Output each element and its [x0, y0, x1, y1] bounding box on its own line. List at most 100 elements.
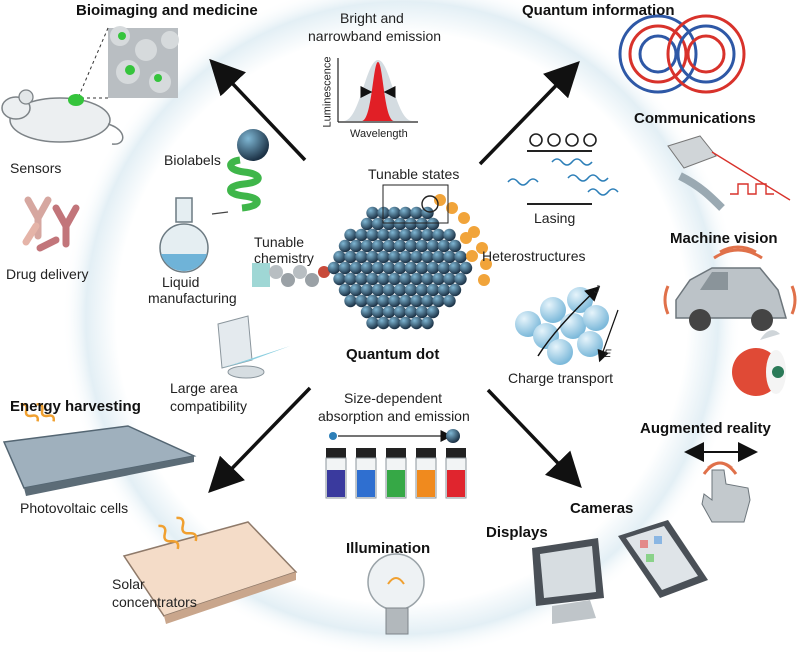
- qd-atom: [415, 305, 429, 319]
- qd-atom: [371, 283, 385, 297]
- qd-atom: [410, 228, 423, 242]
- vial-cap: [416, 448, 436, 458]
- qd-atom: [382, 261, 396, 275]
- qd-atom: [338, 239, 352, 253]
- qd-atom: [399, 294, 412, 308]
- liquid-label-2: manufacturing: [148, 290, 237, 306]
- heterostructures-label: Heterostructures: [482, 248, 586, 264]
- qd-atom: [404, 283, 418, 297]
- bioimaging-heading: Bioimaging and medicine: [76, 2, 258, 19]
- car-illustration: [663, 245, 797, 331]
- qd-atom: [410, 250, 423, 264]
- ar-hand-illustration: [684, 442, 758, 523]
- qd-atom: [421, 272, 434, 286]
- qd-atom: [393, 261, 407, 275]
- qd-atom: [399, 206, 412, 220]
- qd-atom: [421, 228, 434, 242]
- qd-atom: [382, 217, 396, 231]
- qd-atom: [443, 250, 456, 264]
- qd-atom: [415, 261, 429, 275]
- qd-atom: [377, 228, 390, 242]
- qd-atom: [432, 272, 445, 286]
- qd-atom: [415, 217, 429, 231]
- flask-illustration: [159, 197, 209, 273]
- qd-atom: [454, 250, 467, 264]
- emission-ylabel: Luminescence: [321, 56, 334, 128]
- qd-atom: [432, 250, 445, 264]
- qd-atom: [443, 228, 456, 242]
- qd-atom: [355, 294, 368, 308]
- qd-atom: [393, 217, 407, 231]
- qd-atom: [426, 239, 440, 253]
- qd-atom: [349, 239, 363, 253]
- arrow-quantum-information: [478, 60, 580, 166]
- qd-atom: [360, 217, 374, 231]
- qd-atom: [426, 261, 440, 275]
- qd-atom: [377, 250, 390, 264]
- qd-atom: [333, 272, 346, 286]
- lasing-illustration: [507, 133, 619, 205]
- qd-atom: [432, 294, 445, 308]
- qd-atom: [344, 228, 357, 242]
- qd-atom: [349, 283, 363, 297]
- liquid-label-1: Liquid: [162, 274, 200, 290]
- vial-liquid: [387, 470, 405, 497]
- heterostructure-shell: [434, 194, 492, 286]
- qd-atom: [399, 228, 412, 242]
- solar-concentrator: [122, 516, 298, 624]
- antibodies-illustration: [22, 196, 80, 252]
- size-dependent-label-2: absorption and emission: [318, 408, 470, 424]
- qd-atom: [366, 294, 379, 308]
- quantum-information-heading: Quantum information: [522, 2, 675, 19]
- qd-atom: [355, 250, 368, 264]
- ligand-chain: [252, 263, 330, 287]
- arrow-bioimaging: [209, 58, 307, 162]
- qd-atom: [415, 239, 429, 253]
- qd-atom: [421, 250, 434, 264]
- qd-atom: [410, 294, 423, 308]
- qd-atom: [366, 316, 379, 330]
- energy-harvesting-heading: Energy harvesting: [10, 398, 141, 415]
- qd-atom: [404, 239, 418, 253]
- qd-atom: [399, 272, 412, 286]
- qd-atom: [355, 272, 368, 286]
- quantum-rings: [618, 14, 746, 94]
- phone-illustration: [618, 520, 708, 598]
- qd-atom: [437, 283, 451, 297]
- qd-atom: [377, 272, 390, 286]
- qd-atom: [388, 228, 401, 242]
- qd-atom: [327, 261, 341, 275]
- large-area-label-1: Large area: [170, 380, 238, 396]
- qd-atom: [366, 272, 379, 286]
- qd-atom: [371, 305, 385, 319]
- cameras-heading: Cameras: [570, 500, 634, 517]
- qd-atom: [382, 239, 396, 253]
- illumination-heading: Illumination: [346, 540, 431, 557]
- qd-atom: [360, 261, 374, 275]
- solar-label-1: Solar: [112, 576, 145, 592]
- vial-liquid: [357, 470, 375, 497]
- qd-atom: [366, 250, 379, 264]
- qd-atom: [349, 261, 363, 275]
- qd-atom: [360, 305, 374, 319]
- qd-atom: [355, 228, 368, 242]
- emission-plot: [337, 58, 418, 123]
- qd-atom: [371, 217, 385, 231]
- vial-liquid: [327, 470, 345, 497]
- qd-atom: [448, 283, 462, 297]
- qd-atom: [459, 261, 473, 275]
- qd-atom: [360, 239, 374, 253]
- qd-atom: [426, 305, 440, 319]
- vial-cap: [446, 448, 466, 458]
- vials-row: [325, 448, 467, 499]
- qd-atom: [426, 283, 440, 297]
- qd-atom: [382, 283, 396, 297]
- eye-illustration: [732, 330, 786, 396]
- qd-atom: [360, 283, 374, 297]
- qd-atom: [454, 272, 467, 286]
- qd-atom: [448, 239, 462, 253]
- monitor-illustration: [532, 538, 604, 624]
- solar-label-2: concentrators: [112, 594, 197, 610]
- qd-atom: [448, 261, 462, 275]
